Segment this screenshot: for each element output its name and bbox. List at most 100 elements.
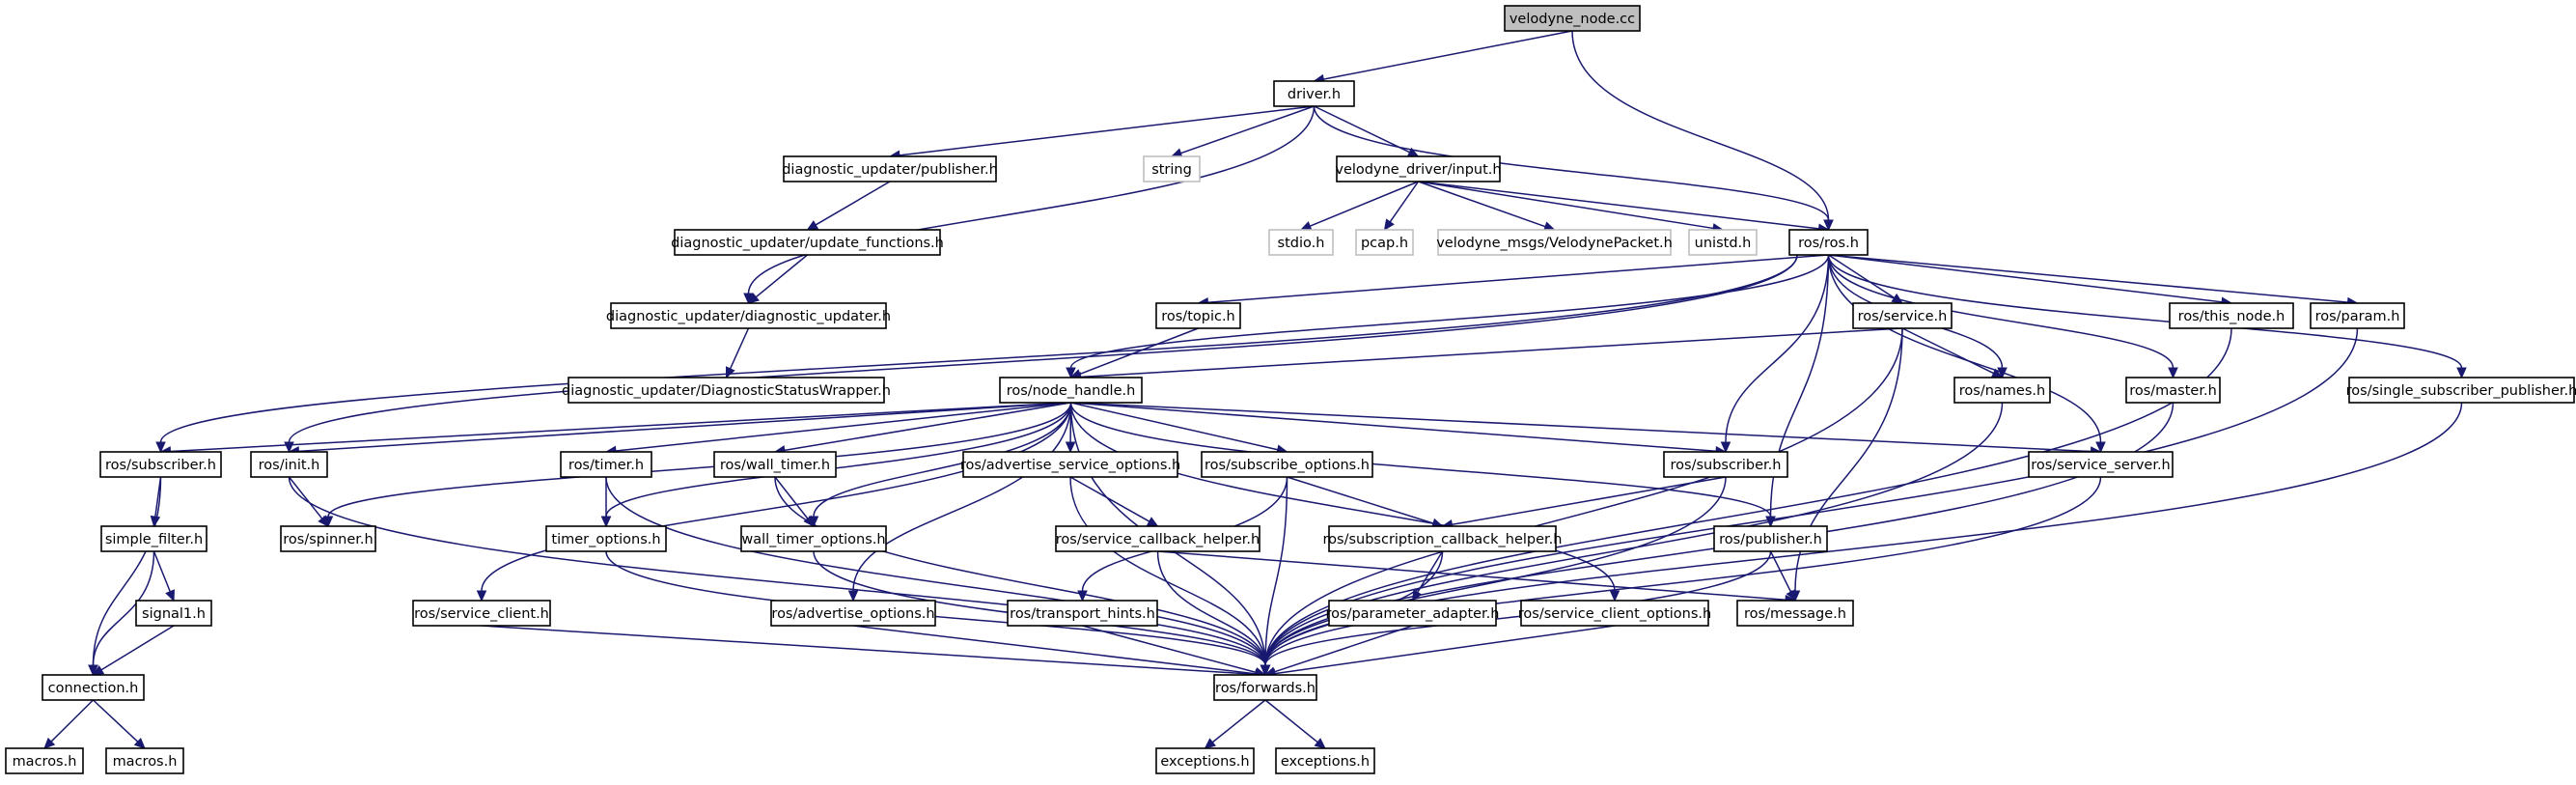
edge-ros_service_client-to-ros_forwards: [481, 625, 1267, 680]
edge-line: [755, 254, 808, 298]
node-ros-service-client-h[interactable]: ros/service_client.h: [412, 600, 551, 627]
node-box: [1663, 451, 1788, 478]
node-velodyne-driver-input-h[interactable]: velodyne_driver/input.h: [1335, 155, 1502, 182]
edge-arrowhead: [1720, 441, 1731, 454]
edge-line: [852, 625, 1257, 675]
edge-line: [615, 402, 1071, 452]
node-exceptions-h[interactable]: exceptions.h: [1275, 747, 1375, 774]
node-diagnostic-updater-diagnostic-updater-h[interactable]: diagnostic_updater/diagnostic_updater.h: [606, 302, 891, 329]
node-label: ros/topic.h: [1161, 309, 1235, 324]
node-exceptions-h[interactable]: exceptions.h: [1155, 747, 1255, 774]
edge-driver-to-ros_ros: [1313, 105, 1834, 232]
node-box: [135, 600, 212, 627]
node-label: ros/transport_hints.h: [1010, 606, 1155, 622]
edge-velodyne_node-to-driver: [1313, 30, 1573, 85]
edge-line: [92, 476, 162, 666]
node-ros-topic-h[interactable]: ros/topic.h: [1155, 302, 1241, 329]
edge-ros_ros-to-ros_publisher: [1765, 254, 1830, 528]
edge-ros_subscriber_r-to-ros_sub_cb_helper: [1441, 476, 1727, 530]
node-ros-service-callback-helper-h[interactable]: ros/service_callback_helper.h: [1055, 525, 1260, 552]
node-ros-master-h[interactable]: ros/master.h: [2125, 377, 2221, 404]
node-ros-ros-h[interactable]: ros/ros.h: [1788, 229, 1869, 256]
node-velodyne-msgs-velodynepacket-h[interactable]: velodyne_msgs/VelodynePacket.h: [1436, 229, 1673, 256]
node-ros-forwards-h[interactable]: ros/forwards.h: [1213, 674, 1317, 701]
node-velodyne-node-cc[interactable]: velodyne_node.cc: [1504, 5, 1641, 32]
node-ros-publisher-h[interactable]: ros/publisher.h: [1713, 525, 1828, 552]
edge-line: [1264, 476, 2102, 666]
edge-line: [784, 402, 1071, 452]
node-diagnostic-updater-update-functions-h[interactable]: diagnostic_updater/update_functions.h: [671, 229, 944, 256]
node-box: [1355, 229, 1414, 256]
node-ros-transport-hints-h[interactable]: ros/transport_hints.h: [1007, 600, 1158, 627]
node-string[interactable]: string: [1143, 155, 1201, 182]
node-wall-timer-options-h[interactable]: wall_timer_options.h: [740, 525, 887, 552]
edge-line: [1157, 550, 1787, 601]
node-box: [42, 674, 145, 701]
node-macros-h[interactable]: macros.h: [5, 747, 84, 774]
node-driver-h[interactable]: driver.h: [1273, 80, 1355, 107]
edge-arrowhead: [318, 515, 329, 527]
edge-ros_service-to-ros_message: [1789, 327, 1903, 603]
node-label: exceptions.h: [1160, 754, 1249, 770]
node-macros-h[interactable]: macros.h: [105, 747, 184, 774]
node-label: simple_filter.h: [105, 532, 203, 547]
node-box: [545, 525, 667, 552]
node-label: exceptions.h: [1281, 754, 1370, 770]
edge-velodyne_input-to-unistd: [1418, 181, 1725, 234]
node-ros-subscribe-options-h[interactable]: ros/subscribe_options.h: [1201, 451, 1373, 478]
node-label: ros/ros.h: [1798, 236, 1859, 251]
edge-arrowhead: [847, 590, 859, 603]
edge-line: [1274, 625, 1616, 675]
edge-line: [1827, 254, 2463, 369]
node-ros-param-h[interactable]: ros/param.h: [2310, 302, 2405, 329]
edge-ros_srv_cb_helper-to-ros_message: [1157, 550, 1797, 605]
node-ros-advertise-options-h[interactable]: ros/advertise_options.h: [770, 600, 936, 627]
node-box: [1328, 525, 1557, 552]
edge-line: [1156, 550, 1266, 666]
node-label: ros/names.h: [1959, 383, 2045, 399]
node-label: driver.h: [1288, 87, 1341, 102]
node-ros-parameter-adapter-h[interactable]: ros/parameter_adapter.h: [1326, 600, 1500, 627]
node-label: ros/service_client.h: [414, 606, 549, 622]
node-simple-filter-h[interactable]: simple_filter.h: [100, 525, 208, 552]
node-ros-node-handle-h[interactable]: ros/node_handle.h: [999, 377, 1143, 404]
node-ros-subscriber-h[interactable]: ros/subscriber.h: [99, 451, 222, 478]
node-ros-service-h[interactable]: ros/service.h: [1852, 302, 1953, 329]
node-diagnostic-updater-diagnosticstatuswrapper-h[interactable]: diagnostic_updater/DiagnosticStatusWrapp…: [562, 377, 891, 404]
node-ros-subscription-callback-helper-h[interactable]: ros/subscription_callback_helper.h: [1323, 525, 1563, 552]
node-signal1-h[interactable]: signal1.h: [135, 600, 212, 627]
node-ros-spinner-h[interactable]: ros/spinner.h: [280, 525, 376, 552]
node-label: ros/forwards.h: [1215, 681, 1316, 696]
node-connection-h[interactable]: connection.h: [42, 674, 145, 701]
edge-line: [298, 402, 1071, 453]
node-box: [1713, 525, 1828, 552]
node-ros-single-subscriber-publisher-h[interactable]: ros/single_subscriber_publisher.h: [2346, 377, 2576, 404]
node-ros-wall-timer-h[interactable]: ros/wall_timer.h: [713, 451, 837, 478]
node-ros-service-server-h[interactable]: ros/service_server.h: [2028, 451, 2174, 478]
node-box: [1055, 525, 1260, 552]
edge-driver-to-velodyne_input: [1314, 105, 1420, 157]
node-ros-service-client-options-h[interactable]: ros/service_client_options.h: [1518, 600, 1711, 627]
edge-line: [1901, 327, 1994, 375]
edge-line: [774, 476, 809, 519]
edge-arrowhead: [1065, 441, 1076, 454]
node-ros-timer-h[interactable]: ros/timer.h: [560, 451, 652, 478]
node-stdio-h[interactable]: stdio.h: [1268, 229, 1334, 256]
edge-signal1-to-connection: [92, 625, 175, 676]
node-ros-message-h[interactable]: ros/message.h: [1736, 600, 1854, 627]
node-pcap-h[interactable]: pcap.h: [1355, 229, 1414, 256]
node-ros-subscriber-h[interactable]: ros/subscriber.h: [1663, 451, 1788, 478]
edge-ros_ros-to-ros_single_sub_pub: [1827, 254, 2467, 379]
node-ros-names-h[interactable]: ros/names.h: [1953, 377, 2051, 404]
node-ros-advertise-service-options-h[interactable]: ros/advertise_service_options.h: [960, 451, 1180, 478]
node-unistd-h[interactable]: unistd.h: [1688, 229, 1758, 256]
node-diagnostic-updater-publisher-h[interactable]: diagnostic_updater/publisher.h: [782, 155, 998, 182]
node-ros-init-h[interactable]: ros/init.h: [250, 451, 328, 478]
edge-arrowhead: [1786, 589, 1796, 603]
edge-ros_timer-to-ros_forwards: [605, 476, 1271, 677]
node-timer-options-h[interactable]: timer_options.h: [545, 525, 667, 552]
edge-ros_ros-to-ros_subscriber_l: [155, 254, 1798, 454]
node-ros-this-node-h[interactable]: ros/this_node.h: [2169, 302, 2294, 329]
node-box: [1201, 451, 1373, 478]
edge-line: [1828, 254, 2223, 303]
